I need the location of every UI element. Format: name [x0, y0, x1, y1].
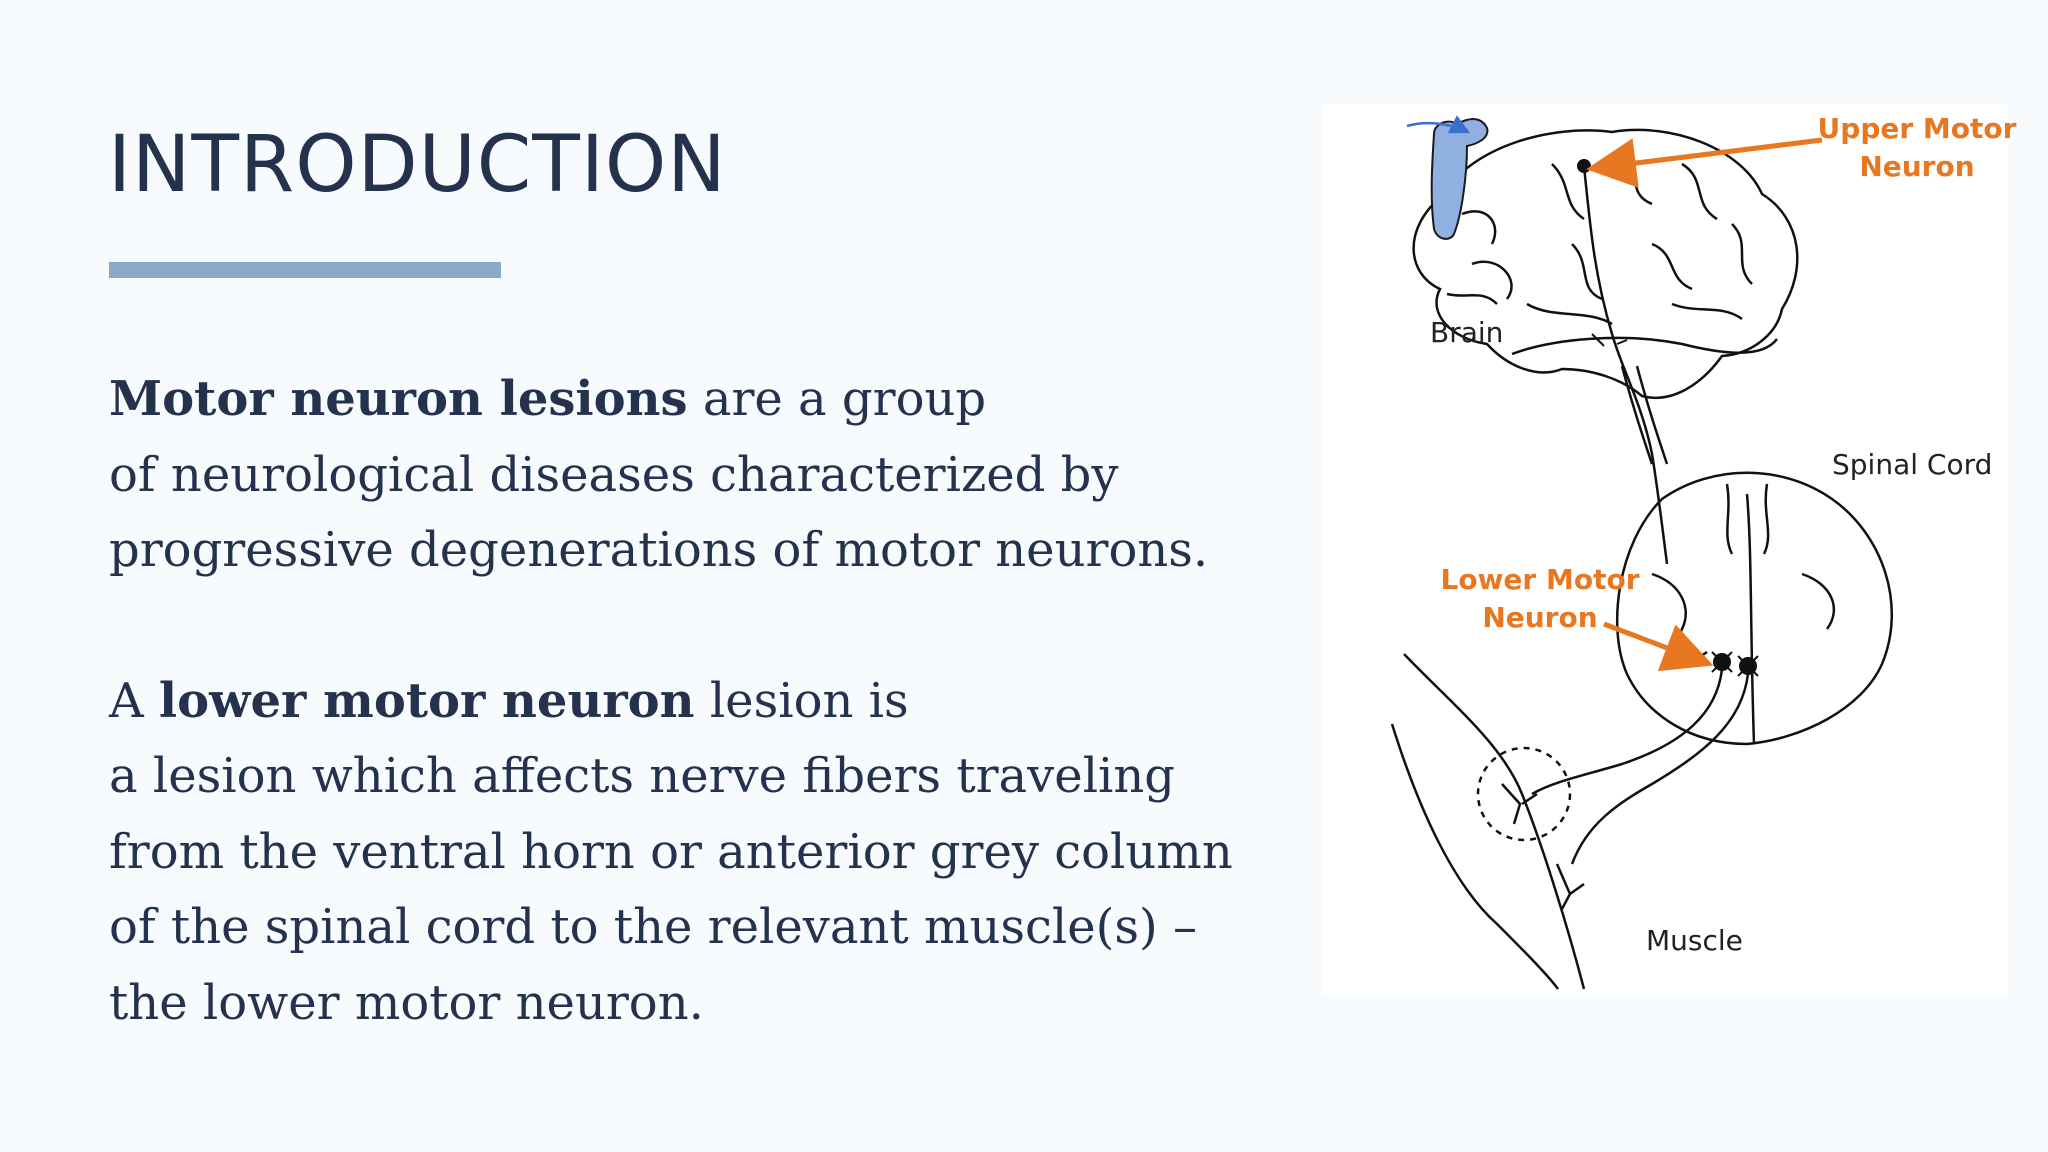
upper-motor-neuron-label: Upper Motor Neuron: [1817, 110, 2017, 186]
upper-motor-neuron-arrow: [1586, 137, 1823, 188]
paragraph-line: the lower motor neuron.: [109, 974, 704, 1031]
bold-term: Motor neuron lesions: [109, 371, 688, 427]
bold-term: lower motor neuron: [158, 672, 695, 729]
paragraph-line: a lesion which affects nerve fibers trav…: [109, 748, 1176, 804]
label-line: Lower Motor: [1440, 563, 1640, 596]
lower-motor-neuron-arrow: [1603, 621, 1714, 672]
paragraph-line: Motor neuron lesions are a group: [109, 362, 1269, 438]
paragraph-line: A lower motor neuron lesion is: [109, 664, 1269, 740]
body-text: Motor neuron lesions are a group of neur…: [109, 362, 1269, 1041]
diagram-artwork: [1390, 115, 1894, 990]
paragraph-line: from the ventral horn or anterior grey c…: [109, 823, 1233, 880]
lower-motor-neuron-label: Lower Motor Neuron: [1440, 561, 1640, 637]
text-run: are a group: [687, 371, 987, 427]
motor-cortex-highlight: [1430, 118, 1489, 240]
brain-label: Brain: [1430, 316, 1504, 349]
paragraph-line: of the spinal cord to the relevant muscl…: [109, 899, 1198, 955]
paragraph-line: of neurological diseases characterized b…: [109, 446, 1119, 503]
spinal-cord-label: Spinal Cord: [1832, 448, 1993, 481]
label-line: Neuron: [1859, 150, 1975, 183]
paragraph-motor-neuron-lesions: Motor neuron lesions are a group of neur…: [109, 362, 1269, 589]
text-run: A: [109, 672, 159, 729]
motor-neuron-diagram: Upper Motor Neuron Brain Spinal Cord Low…: [1322, 104, 2016, 996]
paragraph-line: progressive degenerations of motor neuro…: [109, 522, 1209, 578]
slide-title: INTRODUCTION: [108, 120, 727, 210]
title-underline: [109, 262, 501, 278]
spinal-cord-drawing: [1615, 471, 1894, 746]
muscle-drawing: [1390, 653, 1586, 990]
muscle-label: Muscle: [1646, 924, 1743, 957]
label-line: Upper Motor: [1817, 112, 2017, 145]
brain-drawing: [1412, 128, 1799, 465]
paragraph-lower-motor-neuron: A lower motor neuron lesion is a lesion …: [109, 664, 1269, 1042]
label-line: Neuron: [1482, 601, 1598, 634]
text-run: lesion is: [694, 672, 909, 729]
